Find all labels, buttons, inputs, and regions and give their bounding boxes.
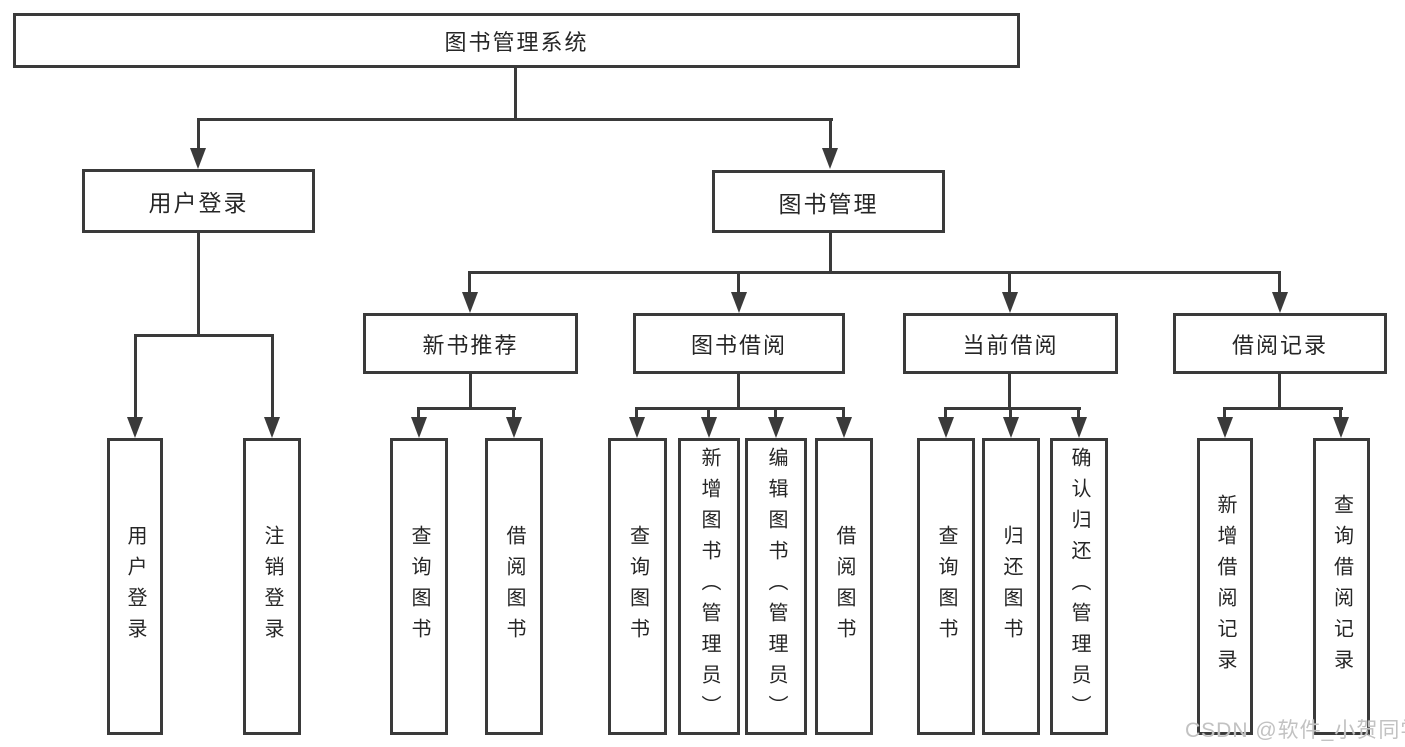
connector-drop [944, 409, 947, 421]
connector-root-branch [197, 118, 833, 121]
connector-user-login-trunk [197, 233, 200, 336]
arrowhead-down-icon [264, 417, 280, 438]
leaf-borrowing-query-books: 查询图书 [608, 438, 667, 735]
connector-drop [1009, 409, 1012, 421]
connector-drop [1077, 409, 1080, 421]
leaf-user-login: 用户登录 [107, 438, 163, 735]
connector-drop [1339, 409, 1342, 421]
connector-trunk [469, 374, 472, 410]
arrowhead-down-icon [190, 148, 206, 169]
connector-drop [1278, 273, 1281, 295]
connector-branch [1223, 407, 1343, 410]
csdn-watermark: CSDN @软件_小贺同学 [1185, 719, 1405, 742]
arrowhead-down-icon [462, 292, 478, 313]
arrowhead-down-icon [1333, 417, 1349, 438]
connector-book-mgmt-branch [468, 271, 1281, 274]
arrowhead-down-icon [768, 417, 784, 438]
connector-drop [707, 409, 710, 421]
leaf-current-return-books: 归还图书 [982, 438, 1040, 735]
arrowhead-down-icon [938, 417, 954, 438]
connector-drop [134, 336, 137, 422]
leaf-newrec-borrow-books: 借阅图书 [485, 438, 543, 735]
connector-drop [635, 409, 638, 421]
connector-trunk [1278, 374, 1281, 410]
arrowhead-down-icon [506, 417, 522, 438]
leaf-records-add-record: 新增借阅记录 [1197, 438, 1253, 735]
leaf-logout: 注销登录 [243, 438, 301, 735]
arrowhead-down-icon [1003, 417, 1019, 438]
leaf-borrowing-edit-books-admin: 编辑图书（管理员） [745, 438, 807, 735]
arrowhead-down-icon [731, 292, 747, 313]
connector-drop [737, 273, 740, 295]
arrowhead-down-icon [701, 417, 717, 438]
arrowhead-down-icon [411, 417, 427, 438]
node-new-book-recommend: 新书推荐 [363, 313, 578, 374]
arrowhead-down-icon [629, 417, 645, 438]
connector-drop [842, 409, 845, 421]
node-borrowing-records: 借阅记录 [1173, 313, 1387, 374]
connector-drop [829, 118, 832, 152]
node-library-system: 图书管理系统 [13, 13, 1020, 68]
arrowhead-down-icon [822, 148, 838, 169]
connector-user-login-branch [134, 334, 274, 337]
connector-branch [944, 407, 1081, 410]
node-current-borrowing: 当前借阅 [903, 313, 1118, 374]
connector-trunk [737, 374, 740, 410]
connector-drop [1223, 409, 1226, 421]
leaf-current-confirm-return-admin: 确认归还（管理员） [1050, 438, 1108, 735]
arrowhead-down-icon [1071, 417, 1087, 438]
leaf-current-query-books: 查询图书 [917, 438, 975, 735]
connector-branch [417, 407, 516, 410]
node-book-borrowing: 图书借阅 [633, 313, 845, 374]
connector-drop [512, 409, 515, 421]
leaf-borrowing-borrow-books: 借阅图书 [815, 438, 873, 735]
arrowhead-down-icon [127, 417, 143, 438]
connector-drop [1008, 273, 1011, 295]
leaf-borrowing-add-books-admin: 新增图书（管理员） [678, 438, 740, 735]
arrowhead-down-icon [1002, 292, 1018, 313]
leaf-records-query-record: 查询借阅记录 [1313, 438, 1370, 735]
connector-book-mgmt-trunk [829, 233, 832, 274]
connector-branch [635, 407, 845, 410]
connector-trunk [1008, 374, 1011, 410]
connector-drop [468, 273, 471, 295]
arrowhead-down-icon [1217, 417, 1233, 438]
connector-drop [271, 336, 274, 422]
node-user-login: 用户登录 [82, 169, 315, 233]
leaf-newrec-query-books: 查询图书 [390, 438, 448, 735]
connector-drop [774, 409, 777, 421]
connector-root-trunk [514, 68, 517, 120]
arrowhead-down-icon [836, 417, 852, 438]
connector-drop [417, 409, 420, 421]
connector-drop [197, 118, 200, 152]
node-book-management: 图书管理 [712, 170, 945, 233]
arrowhead-down-icon [1272, 292, 1288, 313]
